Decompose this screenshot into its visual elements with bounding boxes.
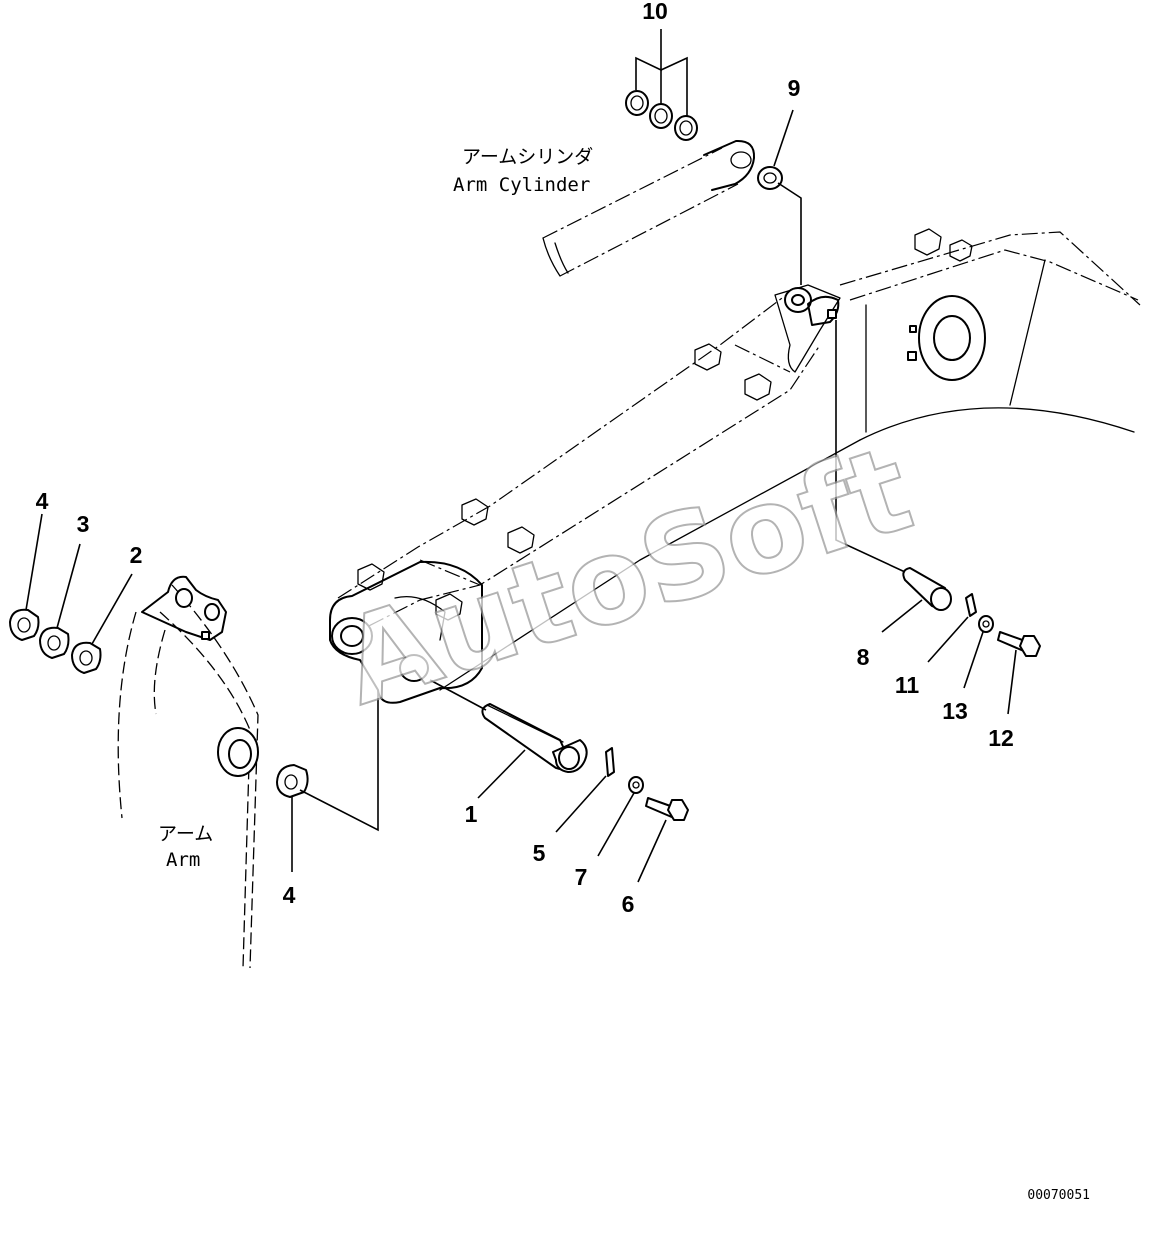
callout-5: 5 bbox=[533, 840, 546, 866]
boom bbox=[329, 228, 1141, 704]
callout-1: 1 bbox=[465, 801, 478, 827]
callout-9: 9 bbox=[788, 75, 801, 101]
part-6-bolt bbox=[645, 797, 689, 821]
callout-leaders bbox=[25, 29, 1017, 883]
callout-7: 7 bbox=[575, 864, 588, 890]
callout-10: 10 bbox=[642, 0, 668, 24]
part-3-shim bbox=[39, 626, 70, 659]
callout-6: 6 bbox=[622, 891, 635, 917]
part-12-bolt bbox=[997, 631, 1041, 657]
callout-2: 2 bbox=[130, 542, 143, 568]
part-2-shim bbox=[71, 641, 102, 674]
callout-11: 11 bbox=[895, 672, 920, 698]
part-4-shim-bottom bbox=[276, 764, 309, 798]
drawing-number: 00070051 bbox=[1027, 1188, 1090, 1203]
arm-caption-en: Arm bbox=[166, 849, 200, 871]
arm-cylinder bbox=[542, 139, 756, 277]
arm-caption-jp: アーム bbox=[158, 823, 213, 845]
parts bbox=[9, 90, 1041, 821]
part-4-shim-left bbox=[9, 608, 40, 641]
part-8-pin bbox=[902, 567, 952, 611]
callout-13: 13 bbox=[942, 698, 968, 724]
part-5-lock-plate bbox=[605, 747, 615, 777]
callout-4-left: 4 bbox=[36, 488, 49, 514]
part-10-shim-c bbox=[674, 115, 698, 141]
part-11-lock-plate bbox=[965, 593, 977, 617]
callout-3: 3 bbox=[77, 511, 90, 537]
callout-12: 12 bbox=[988, 725, 1014, 751]
arm bbox=[117, 575, 259, 969]
part-1-pin bbox=[481, 703, 588, 773]
callout-8: 8 bbox=[857, 644, 870, 670]
callout-4-bottom: 4 bbox=[283, 882, 296, 908]
part-7-washer bbox=[628, 776, 644, 794]
arm-cylinder-caption-en: Arm Cylinder bbox=[453, 174, 590, 196]
watermark: AutoSoft bbox=[326, 419, 927, 732]
assembly-lines bbox=[299, 182, 906, 832]
part-10-shim-b bbox=[649, 103, 673, 129]
part-13-washer bbox=[978, 615, 994, 633]
part-10-shim-a bbox=[625, 90, 649, 116]
part-9-spacer bbox=[757, 166, 783, 190]
arm-cylinder-caption-jp: アームシリンダ bbox=[462, 146, 593, 168]
